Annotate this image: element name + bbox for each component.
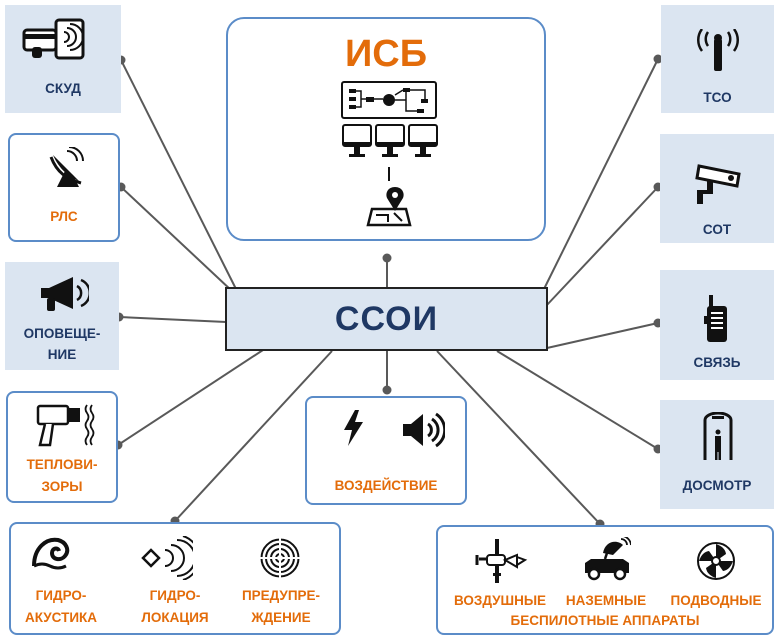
svyaz-label: СВЯЗЬ bbox=[693, 355, 741, 370]
rls-node: РЛС bbox=[8, 133, 120, 242]
ground-drone-label: НАЗЕМНЫЕ bbox=[565, 593, 647, 608]
dosmotr-node: ДОСМОТР bbox=[660, 400, 774, 509]
thermal-camera-icon bbox=[36, 404, 95, 447]
sot-label: СОТ bbox=[702, 222, 732, 237]
aerial-drone-icon bbox=[475, 539, 528, 583]
ground-vehicle-icon bbox=[585, 537, 631, 581]
air-drone-label: ВОЗДУШНЫЕ bbox=[453, 593, 547, 608]
card-reader-icon bbox=[22, 18, 85, 60]
metal-detector-gate-icon bbox=[703, 412, 733, 460]
sonar-icon bbox=[141, 536, 193, 580]
speaker-icon bbox=[403, 412, 445, 448]
isb-title: ИСБ bbox=[344, 33, 428, 75]
skud-node: СКУД bbox=[5, 5, 121, 113]
isb-block: ИСБ bbox=[226, 17, 546, 241]
radar-dish-icon bbox=[49, 147, 84, 187]
workstations-icon bbox=[342, 124, 438, 157]
sot-node: СОТ bbox=[660, 134, 774, 243]
teplovizory-node: ТЕПЛОВИ- ЗОРЫ bbox=[6, 391, 118, 503]
hydroacoustic-label-2: АКУСТИКА bbox=[24, 610, 98, 625]
underwater-drone-icon bbox=[697, 542, 735, 580]
underwater-drone-label: ПОДВОДНЫЕ bbox=[670, 593, 762, 608]
ssoi-label: ССОИ bbox=[334, 299, 439, 338]
hydroacoustic-label-1: ГИДРО- bbox=[35, 588, 87, 603]
map-pin-icon bbox=[366, 187, 412, 227]
radio-icon bbox=[704, 295, 727, 342]
teplovizory-label-2: ЗОРЫ bbox=[41, 479, 83, 494]
scheme-icon bbox=[341, 81, 437, 119]
vozdeystvie-label: ВОЗДЕЙСТВИЕ bbox=[334, 478, 438, 493]
antenna-icon bbox=[697, 29, 739, 71]
tso-label: ТСО bbox=[703, 90, 732, 105]
radial-warning-icon bbox=[260, 538, 300, 578]
warning-label-1: ПРЕДУПРЕ- bbox=[241, 588, 321, 603]
svyaz-node: СВЯЗЬ bbox=[660, 270, 774, 380]
tso-node: ТСО bbox=[661, 5, 774, 113]
drones-caption: БЕСПИЛОТНЫЕ АППАРАТЫ bbox=[510, 613, 700, 628]
dosmotr-label: ДОСМОТР bbox=[682, 478, 752, 493]
megaphone-icon bbox=[41, 277, 89, 311]
opoveshchenie-node: ОПОВЕЩЕ- НИЕ bbox=[5, 262, 119, 370]
ssoi-hub: ССОИ bbox=[225, 287, 548, 351]
lightning-icon bbox=[344, 410, 363, 446]
hydrolocation-label-2: ЛОКАЦИЯ bbox=[141, 610, 209, 625]
hydroacoustic-wave-icon bbox=[32, 537, 70, 570]
cctv-camera-icon bbox=[695, 164, 741, 204]
opoveshchenie-label-1: ОПОВЕЩЕ- bbox=[23, 326, 101, 341]
warning-label-2: ЖДЕНИЕ bbox=[251, 610, 311, 625]
hydrolocation-label-1: ГИДРО- bbox=[149, 588, 201, 603]
hydro-group: ГИДРО- АКУСТИКА ГИДРО- ЛОКАЦИЯ ПРЕДУПРЕ-… bbox=[9, 522, 341, 635]
vozdeystvie-node: ВОЗДЕЙСТВИЕ bbox=[305, 396, 467, 505]
opoveshchenie-label-2: НИЕ bbox=[47, 347, 77, 362]
drones-group: ВОЗДУШНЫЕ НАЗЕМНЫЕ ПОДВОДНЫЕ БЕСПИЛОТНЫЕ… bbox=[436, 525, 774, 635]
teplovizory-label-1: ТЕПЛОВИ- bbox=[26, 457, 98, 472]
rls-label: РЛС bbox=[50, 209, 78, 224]
skud-label: СКУД bbox=[45, 81, 81, 96]
